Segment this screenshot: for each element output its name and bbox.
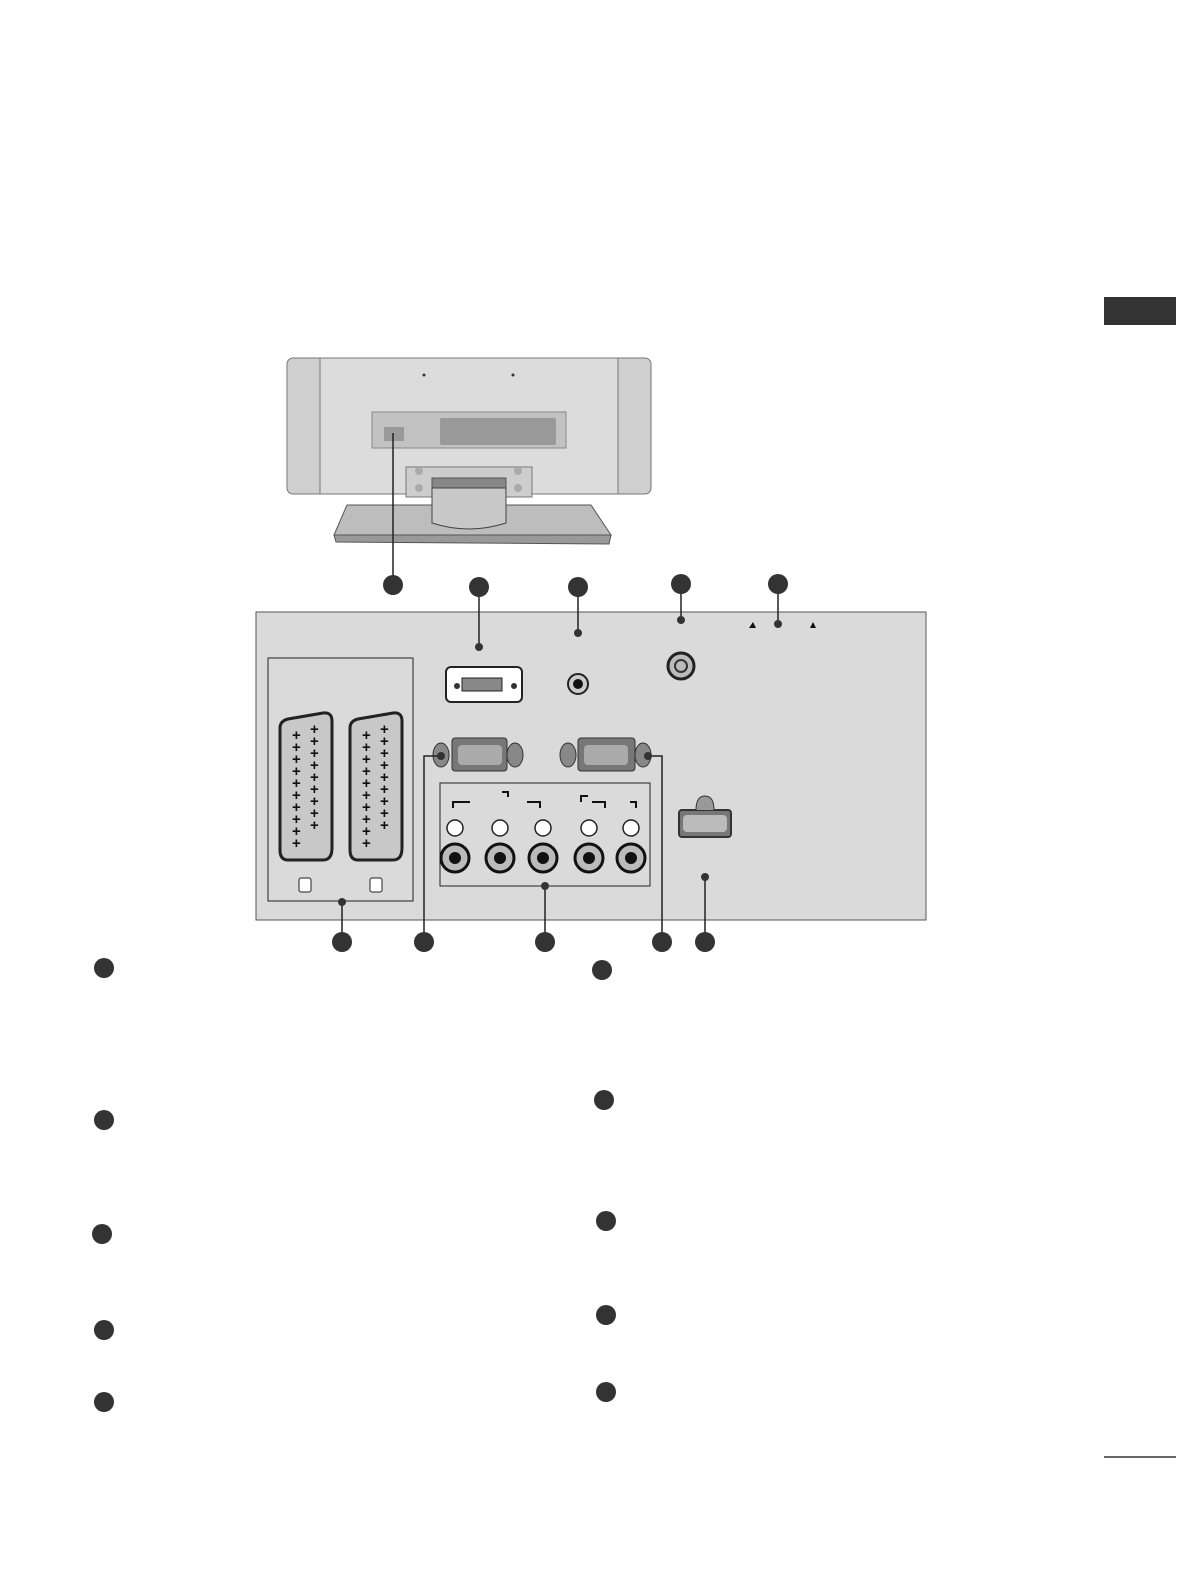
scart-pin: + [380, 769, 389, 786]
leader-dot [774, 620, 782, 628]
callout-marker [332, 932, 352, 952]
leader-dot [701, 873, 709, 881]
scart-pin: + [310, 817, 319, 834]
scart-pin: + [292, 763, 301, 780]
callout-marker [594, 1090, 614, 1110]
callout-marker [94, 1110, 114, 1130]
scart-pin: + [292, 739, 301, 756]
rca-jack-center [494, 852, 506, 864]
callout-marker [568, 577, 588, 597]
callout-marker [652, 932, 672, 952]
callout-leader-lines [341, 433, 779, 942]
scart-pin: + [362, 787, 371, 804]
callout-marker [768, 574, 788, 594]
scart-pin: + [310, 757, 319, 774]
section-tab [1104, 297, 1176, 325]
scart-pin: + [292, 823, 301, 840]
callout-marker [414, 932, 434, 952]
leader-dot [437, 752, 445, 760]
callout-marker [469, 577, 489, 597]
callout-marker [596, 1305, 616, 1325]
scart-pin: + [310, 733, 319, 750]
scart-pin: + [310, 721, 319, 738]
scart-pin: + [292, 799, 301, 816]
leader-dot [541, 882, 549, 890]
callout-marker [383, 575, 403, 595]
callout-marker [92, 1224, 112, 1244]
scart-connectors[interactable]: ++++++++++++++++++++++++++++++++++++++ [267, 657, 414, 902]
rca-label-ring [622, 819, 640, 837]
callout-marker [592, 960, 612, 980]
scart-pin: + [362, 799, 371, 816]
scart-pin: + [380, 781, 389, 798]
rca-jack-center [449, 852, 461, 864]
component-av-inputs[interactable] [439, 782, 651, 887]
callout-marker [94, 958, 114, 978]
callout-marker [94, 1392, 114, 1412]
scart-pin: + [362, 823, 371, 840]
rca-label-ring [491, 819, 509, 837]
scart-pin: + [292, 727, 301, 744]
scart-pin: + [310, 745, 319, 762]
callout-marker [535, 932, 555, 952]
callout-marker [94, 1320, 114, 1340]
scart-pin: + [380, 733, 389, 750]
leader-dot [338, 898, 346, 906]
hdmi-port[interactable] [445, 666, 523, 703]
scart-pin: + [310, 793, 319, 810]
rca-jack-center [625, 852, 637, 864]
scart-pin: + [310, 769, 319, 786]
rca-label-ring [446, 819, 464, 837]
callout-marker [695, 932, 715, 952]
rca-jack-center [537, 852, 549, 864]
rs232c-port[interactable] [432, 737, 524, 772]
scart-pin: + [292, 751, 301, 768]
callout-marker [596, 1382, 616, 1402]
power-input[interactable] [678, 795, 732, 838]
scart-pin: + [362, 739, 371, 756]
leader-dot [574, 629, 582, 637]
leader-dot [644, 752, 652, 760]
rca-label-ring [534, 819, 552, 837]
scart-pin: + [380, 793, 389, 810]
callout-marker [596, 1211, 616, 1231]
scart-pin: + [362, 835, 371, 852]
rca-label-ring [580, 819, 598, 837]
scart-pin: + [292, 775, 301, 792]
scart-pin: + [292, 835, 301, 852]
scart-pin: + [362, 727, 371, 744]
scart-pin: + [292, 811, 301, 828]
leader-dot [677, 616, 685, 624]
scart-pin: + [380, 721, 389, 738]
tv-rear-illustration [286, 357, 652, 545]
scart-pin: + [380, 745, 389, 762]
scart-pin: + [380, 805, 389, 822]
rca-jack-center [583, 852, 595, 864]
callout-marker [671, 574, 691, 594]
scart-pin: + [310, 781, 319, 798]
scart-pin: + [362, 763, 371, 780]
antenna-input[interactable] [666, 651, 696, 681]
scart-pin: + [362, 751, 371, 768]
audio-jack[interactable] [567, 673, 589, 695]
scart-pin: + [380, 817, 389, 834]
scart-pin: + [362, 811, 371, 828]
leader-dot [475, 643, 483, 651]
scart-pin: + [380, 757, 389, 774]
scart-pin: + [310, 805, 319, 822]
scart-pin: + [292, 787, 301, 804]
scart-pin: + [362, 775, 371, 792]
